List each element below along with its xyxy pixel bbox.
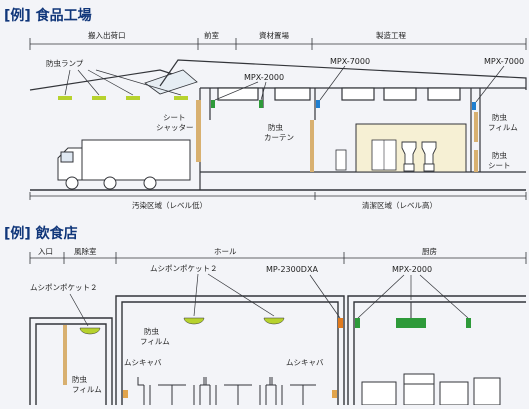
- vestibule-pocket-lamp: [79, 327, 101, 335]
- cart-icon: [335, 149, 347, 171]
- restaurant-section-kitchen: 厨房: [422, 246, 437, 256]
- rest-label-film-a2: フィルム: [140, 337, 170, 346]
- factory-label-sheet-2: シャッター: [156, 123, 194, 132]
- factory-label-film-1: 防虫: [492, 112, 507, 122]
- mpx2000-device-2: [259, 100, 263, 108]
- food-factory-title: [例] 食品工場: [4, 7, 92, 24]
- kitchen-mpx-right: [466, 318, 471, 328]
- pocket-hall-leaders: [193, 273, 275, 317]
- factory-label-curtain-1: 防虫: [268, 122, 283, 132]
- rest-label-mp2300: MP-2300DXA: [266, 265, 318, 274]
- factory-label-lamp: 防虫ランプ: [46, 58, 84, 68]
- rest-label-mpx2000: MPX-2000: [392, 265, 432, 274]
- zone-clean: 清潔区域（レベル高）: [362, 200, 437, 210]
- mushikyaba-left: [123, 390, 128, 398]
- rest-label-film-b2: フィルム: [72, 385, 102, 394]
- mpx2000-device: [211, 100, 215, 108]
- vestibule-film: [63, 325, 67, 385]
- hall-pocket-lamp-2: [263, 317, 285, 325]
- production-machines: [401, 141, 437, 172]
- hall-pocket-lamp-1: [183, 317, 205, 325]
- factory-section-process: 製造工程: [376, 30, 406, 40]
- factory-section-loading: 搬入出荷口: [88, 30, 126, 40]
- factory-label-sheet-b1: 防虫: [492, 150, 507, 160]
- insect-sheet: [474, 150, 478, 172]
- rest-label-kyaba-1: ムシキャバ: [124, 358, 162, 367]
- factory-label-film-2: フィルム: [488, 123, 518, 132]
- restaurant-title: [例] 飲食店: [4, 225, 78, 242]
- restaurant-building: [29, 295, 526, 405]
- mpx2000-leaders: [214, 81, 267, 101]
- factory-insect-lamps: [58, 96, 188, 100]
- mpx7000-leaders: [319, 65, 505, 103]
- factory-label-curtain-2: カーテン: [264, 133, 294, 142]
- factory-section-materials: 資材置場: [259, 30, 289, 40]
- insect-film: [474, 112, 478, 142]
- pocket-left-leader: [69, 293, 89, 327]
- factory-lamp-leaders: [64, 69, 182, 96]
- mpx2000-kitchen-leaders: [357, 274, 469, 319]
- rest-label-film-b1: 防虫: [72, 374, 87, 384]
- factory-label-sheet-1: シート: [163, 113, 186, 122]
- insect-curtain: [310, 120, 314, 172]
- sheet-shutter: [196, 100, 201, 162]
- restaurant-section-bar: [29, 252, 527, 264]
- truck-icon: [57, 139, 191, 190]
- factory-section-anteroom: 前室: [204, 30, 219, 40]
- rest-label-pocket-hall: ムシポンポケット２: [150, 264, 218, 273]
- mpx7000-device-a: [316, 100, 320, 108]
- mp2300-leader: [309, 274, 341, 319]
- factory-zone-bar: [29, 192, 527, 200]
- factory-section-bar: [29, 38, 527, 50]
- zone-contaminated: 汚染区域（レベル低）: [132, 200, 207, 210]
- kitchen-equipment: [361, 373, 501, 406]
- kitchen-mpx-left: [355, 318, 360, 328]
- mpx7000-device-b: [472, 102, 476, 110]
- factory-label-sheet-b2: シート: [488, 161, 511, 170]
- factory-label-mpx7000a: MPX-7000: [330, 57, 370, 66]
- rest-label-pocket-left: ムシポンポケット２: [30, 283, 98, 292]
- mp2300-device: [338, 318, 343, 328]
- mushikyaba-right: [332, 390, 337, 398]
- restaurant-section-hall: ホール: [214, 247, 237, 256]
- rest-label-kyaba-2: ムシキャバ: [286, 358, 324, 367]
- factory-label-mpx7000b: MPX-7000: [484, 57, 524, 66]
- rest-label-film-a1: 防虫: [144, 326, 159, 336]
- hall-furniture: [137, 377, 316, 405]
- kitchen-mpx-center: [396, 318, 426, 328]
- restaurant-section-vestibule: 風除室: [74, 246, 97, 256]
- restaurant-section-entrance: 入口: [38, 247, 53, 256]
- factory-label-mpx2000: MPX-2000: [244, 73, 284, 82]
